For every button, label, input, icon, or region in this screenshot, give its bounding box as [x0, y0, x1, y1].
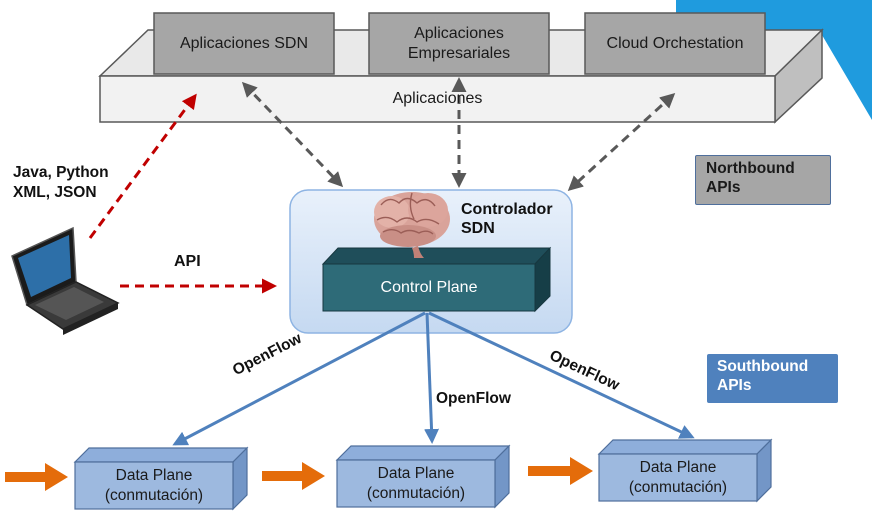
- control-plane-label: Control Plane: [380, 278, 478, 296]
- openflow-label-center: OpenFlow: [436, 390, 511, 407]
- languages-label: Java, Python XML, JSON: [13, 164, 109, 201]
- sdn-controller-title: Controlador SDN: [461, 201, 553, 237]
- cloud-orchestration-box: [584, 12, 766, 75]
- applications-platform-label: Aplicaciones: [392, 90, 483, 107]
- data-plane-label-2: Data Plane (conmutación): [366, 464, 466, 502]
- data-plane-box-3: [597, 438, 773, 503]
- openflow-link-right: [428, 311, 695, 439]
- northbound-arrow-sdn-apps: [241, 81, 344, 188]
- traffic-arrow-3: [528, 457, 593, 485]
- api-label: API: [174, 253, 201, 270]
- business-applications-label: Aplicaciones Empresariales: [407, 24, 511, 62]
- traffic-arrow-1: [5, 463, 68, 491]
- traffic-arrow-2: [262, 462, 325, 490]
- business-applications-box: [368, 12, 550, 75]
- data-plane-label-3: Data Plane (conmutación): [628, 458, 728, 496]
- openflow-link-center: [424, 312, 440, 444]
- northbound-apis-badge: Northbound APIs: [695, 155, 831, 205]
- sdn-applications-label: Aplicaciones SDN: [179, 34, 309, 52]
- brain-icon: [374, 192, 450, 258]
- data-plane-box-1: [73, 446, 249, 511]
- northbound-arrow-cloud: [567, 92, 676, 192]
- cloud-orchestration-label: Cloud Orchestation: [606, 34, 744, 52]
- control-plane-block: [321, 246, 552, 313]
- data-plane-box-2: [335, 444, 511, 509]
- sdn-applications-box: [153, 12, 335, 75]
- openflow-link-left: [172, 311, 426, 446]
- laptop-icon: [11, 226, 120, 335]
- data-plane-label-1: Data Plane (conmutación): [104, 466, 204, 504]
- southbound-apis-badge: Southbound APIs: [707, 354, 838, 403]
